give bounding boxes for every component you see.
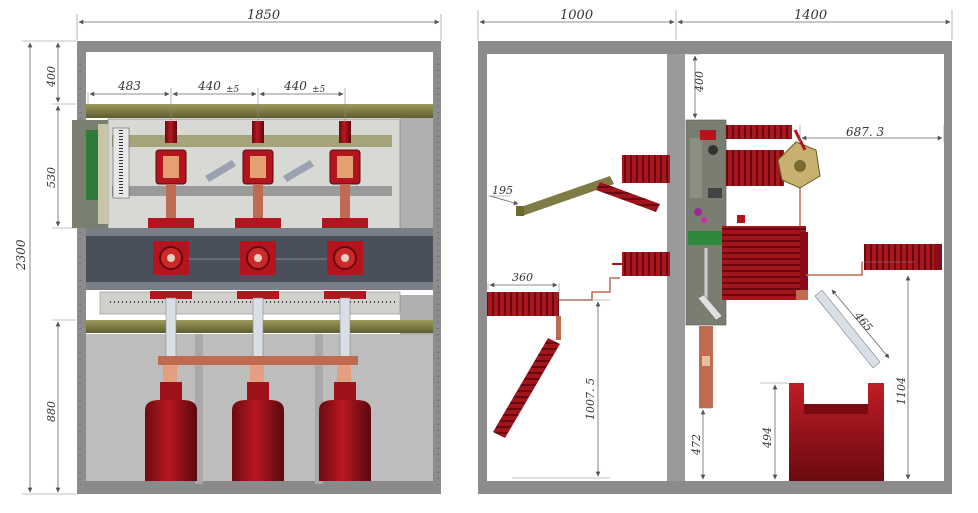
front-fuse-3	[319, 382, 371, 481]
dim-pitch-a-tol: ±5	[226, 85, 240, 95]
front-upper-pole-1	[148, 121, 194, 228]
dim-pitch-b-tol: ±5	[312, 85, 326, 95]
front-fuse-1	[145, 382, 197, 481]
dim-cable-offset: 360	[512, 271, 533, 284]
dim-ct-height: 494	[761, 427, 774, 449]
side-ct-upper	[726, 150, 784, 186]
side-breaker-body	[722, 226, 863, 300]
front-top-beam	[86, 104, 433, 118]
front-copper-bar	[158, 356, 358, 365]
side-dimensions: 1000 1400 400 687. 3 195 360 1007. 5 472	[477, 8, 953, 480]
dim-pitch-left: 483	[117, 79, 141, 93]
dim-rear-height: 1104	[895, 377, 908, 405]
side-control-panel	[685, 119, 727, 408]
side-partition	[667, 54, 685, 481]
dim-arrester: 195	[492, 184, 513, 197]
side-bushing-upper	[622, 155, 670, 183]
dim-pitch-a: 440	[197, 79, 221, 93]
dim-pitch-b: 440	[283, 79, 307, 93]
dim-side-width-right: 1400	[794, 8, 827, 23]
dim-side-top: 400	[693, 71, 706, 93]
front-dimensions: 1850 2300 400 530 880 483 440 ±5 440 ±5	[14, 8, 442, 495]
dim-front-height: 2300	[14, 239, 28, 271]
side-rear-ct	[789, 383, 884, 481]
front-base	[86, 481, 433, 489]
dim-side-width-left: 1000	[560, 8, 593, 23]
dim-cable-height: 1007. 5	[584, 378, 597, 420]
dim-front-top: 400	[45, 66, 58, 88]
front-upper-pole-3	[322, 121, 368, 228]
front-bushing-1	[153, 241, 189, 275]
side-view	[478, 41, 952, 494]
dim-arm-reach: 687. 3	[846, 125, 885, 139]
front-upper-pole-2	[235, 121, 281, 228]
front-bushing-2	[240, 241, 276, 275]
dim-front-width: 1850	[247, 8, 280, 23]
front-view	[72, 41, 441, 494]
dim-front-mid: 530	[45, 167, 58, 188]
dim-front-bottom: 880	[45, 401, 58, 422]
front-fuse-2	[232, 382, 284, 481]
side-top-bushing	[726, 125, 792, 139]
front-bushing-3	[327, 241, 363, 275]
dim-bottom-gap: 472	[690, 434, 703, 456]
side-bushing-lower	[622, 252, 670, 276]
side-arrester-upper	[516, 176, 660, 216]
side-rear-bushing	[864, 244, 940, 270]
